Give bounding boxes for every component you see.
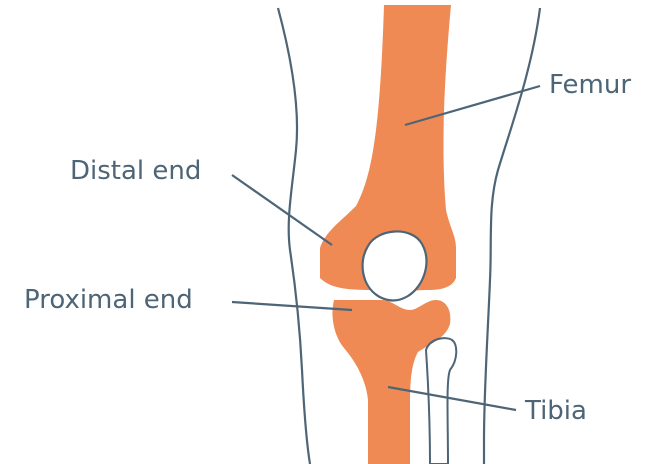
tibia-bone — [332, 300, 450, 464]
femur-label: Femur — [549, 72, 631, 98]
proximal-end-label: Proximal end — [24, 287, 193, 313]
leg-outline-left — [278, 8, 310, 464]
distal-end-leader-line — [232, 175, 332, 245]
fibula-bone — [426, 338, 456, 464]
tibia-label: Tibia — [525, 398, 587, 424]
distal-end-label: Distal end — [70, 158, 201, 184]
